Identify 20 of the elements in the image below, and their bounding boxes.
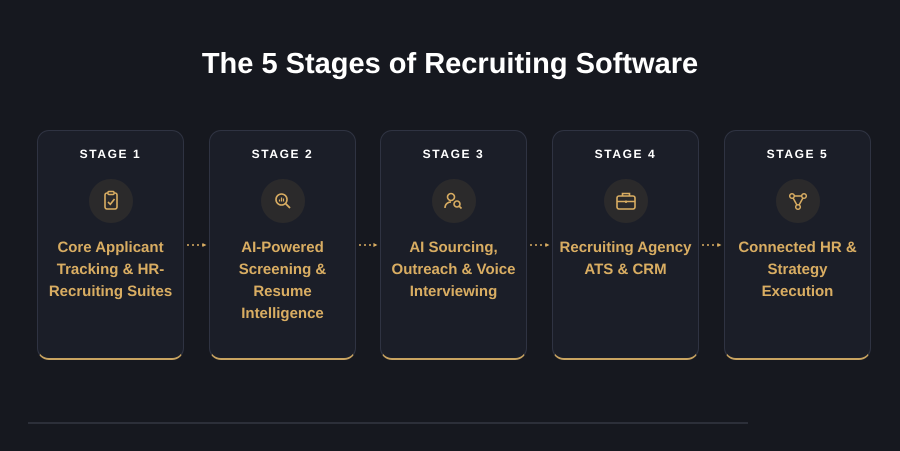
stage-card [37, 130, 184, 360]
stage-label: STAGE 1 [80, 147, 142, 161]
stage-card [380, 130, 527, 360]
stage-card [552, 130, 699, 360]
arrow [187, 243, 206, 247]
stage-title: Recruiting Agency ATS & CRM [559, 238, 692, 280]
arrow [702, 243, 722, 247]
stage-label: STAGE 3 [422, 147, 484, 161]
stage-label: STAGE 5 [766, 147, 828, 161]
stage-label: STAGE 2 [252, 147, 314, 161]
stage-title: AI-Powered Screening & Resume Intelligence [238, 238, 328, 324]
arrow [530, 243, 550, 247]
stage-card [209, 130, 356, 360]
stage-label: STAGE 4 [594, 147, 656, 161]
stage-title: Core Applicant Tracking & HR-Recruiting Suites [48, 238, 174, 302]
stage-title: Connected HR & Strategy Execution [737, 238, 858, 302]
stage-card [724, 130, 871, 360]
title: The 5 Stages of Recruiting Software [200, 48, 700, 81]
stage-title: AI Sourcing, Outreach & Voice Interviewing [390, 238, 516, 302]
arrow [359, 243, 378, 247]
